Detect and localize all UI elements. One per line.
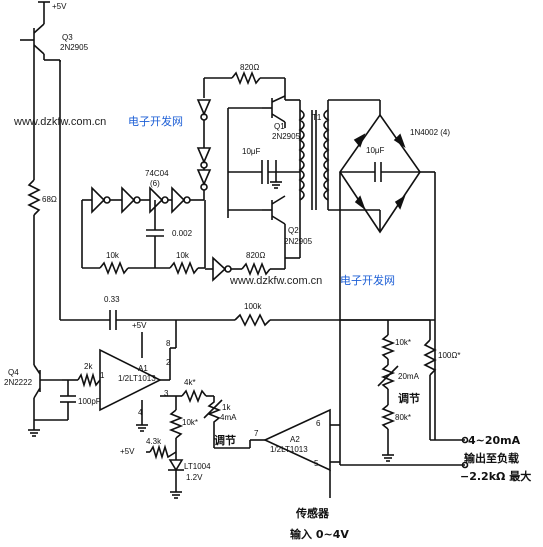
r-4-3k-resistor bbox=[149, 444, 177, 460]
pin4-label: 4 bbox=[138, 408, 143, 417]
r-80k-resistor bbox=[380, 404, 396, 430]
inverter-top-2 bbox=[196, 147, 212, 165]
q3-part-label: 2N2905 bbox=[60, 43, 89, 52]
pin6-label: 6 bbox=[316, 419, 321, 428]
r-4k-resistor bbox=[181, 388, 207, 404]
r-80k-label: 80k* bbox=[395, 413, 411, 422]
cap-10uf-b-label: 10μF bbox=[366, 146, 385, 155]
q3-label: Q3 bbox=[62, 33, 73, 42]
r-1k-label: 1k bbox=[222, 403, 231, 412]
cap-033-label: 0.33 bbox=[104, 295, 120, 304]
vplus-top-label: +5V bbox=[52, 2, 67, 11]
adj1-label: 调节 bbox=[214, 433, 236, 447]
transformer-t1 bbox=[298, 100, 330, 210]
pin3-label: 3 bbox=[164, 389, 169, 398]
q3-transistor bbox=[20, 1, 60, 61]
inverter-a bbox=[91, 186, 106, 214]
r-820-bot-resistor bbox=[241, 261, 271, 277]
adj2-label: 调节 bbox=[398, 391, 420, 405]
inverter-c bbox=[149, 186, 164, 214]
r-2k-resistor bbox=[77, 372, 101, 388]
r-4k-label: 4k* bbox=[184, 378, 196, 387]
r-10k-d-label: 10k* bbox=[395, 338, 411, 347]
r-10k-a-resistor bbox=[99, 260, 129, 276]
q4-transistor bbox=[33, 364, 62, 430]
pin1-label: 1 bbox=[100, 371, 105, 380]
watermark-mid-text: 电子开发网 bbox=[340, 273, 395, 287]
diode-bridge bbox=[339, 113, 421, 234]
vplus-a1-label: +5V bbox=[132, 321, 147, 330]
watermark-mid-url: www.dzkfw.com.cn bbox=[229, 275, 322, 287]
a2-label: A2 bbox=[290, 435, 300, 444]
q1-transistor bbox=[262, 95, 286, 128]
sensor1-label: 传感器 bbox=[295, 506, 330, 520]
a2-opamp bbox=[263, 408, 331, 472]
q2-part-label: 2N2905 bbox=[284, 237, 313, 246]
q4-label: Q4 bbox=[8, 368, 19, 377]
inverter-top-3 bbox=[196, 169, 212, 187]
lt1004-label: LT1004 bbox=[184, 462, 211, 471]
r-20ma-pot bbox=[380, 364, 396, 390]
ma20-label: 20mA bbox=[398, 372, 420, 381]
inverter-q2 bbox=[212, 256, 227, 282]
inverter-d bbox=[171, 186, 186, 214]
r-10k-b-resistor bbox=[169, 260, 199, 276]
ic-6-label: (6) bbox=[150, 179, 160, 188]
r-4-3k-label: 4.3k bbox=[146, 437, 162, 446]
ic-74c04-label: 74C04 bbox=[145, 169, 169, 178]
q1-label: Q1 bbox=[274, 122, 285, 131]
inverter-top-1 bbox=[196, 99, 212, 117]
r-10k-b-label: 10k bbox=[176, 251, 190, 260]
pin2-label: 2 bbox=[166, 358, 171, 367]
cap-100pf-label: 100pF bbox=[78, 397, 101, 406]
lt1004-zener bbox=[168, 459, 184, 472]
lt-v-label: 1.2V bbox=[186, 473, 203, 482]
r-68-resistor bbox=[27, 179, 41, 216]
r-2k-label: 2k bbox=[84, 362, 93, 371]
ma4-label: 4mA bbox=[220, 413, 237, 422]
a2-part-label: 1/2LT1013 bbox=[270, 445, 308, 454]
r-820-bot-label: 820Ω bbox=[246, 251, 265, 260]
r-100k-resistor bbox=[234, 313, 271, 327]
q4-part-label: 2N2222 bbox=[4, 378, 33, 387]
sensor2-label: 输入 0~4V bbox=[290, 527, 349, 541]
t1-label: T1 bbox=[312, 113, 322, 122]
q2-transistor bbox=[262, 195, 286, 258]
a1-label: A1 bbox=[138, 364, 148, 373]
r-100-resistor bbox=[423, 339, 437, 376]
output-current-label: 4~20mA bbox=[468, 434, 521, 447]
r-10k-a-label: 10k bbox=[106, 251, 120, 260]
diode-label: 1N4002 (4) bbox=[410, 128, 450, 137]
pin7-label: 7 bbox=[254, 429, 259, 438]
inverter-b bbox=[121, 186, 136, 214]
output-load-label: 输出至负载 bbox=[464, 451, 519, 465]
r-820-top-resistor bbox=[231, 70, 261, 86]
cap-10uf-label: 10μF bbox=[242, 147, 261, 156]
watermark-top-url: www.dzkfw.com.cn bbox=[13, 116, 106, 128]
r-100k-label: 100k bbox=[244, 302, 262, 311]
r-10k-d-resistor bbox=[380, 334, 396, 360]
output-max-label: −2.2kΩ 最大 bbox=[460, 469, 531, 483]
cap-0002-label: 0.002 bbox=[172, 229, 193, 238]
pin8-label: 8 bbox=[166, 339, 171, 348]
q1-part-label: 2N2905 bbox=[272, 132, 301, 141]
r-100-label: 100Ω* bbox=[438, 351, 460, 360]
r-10k-c-resistor bbox=[168, 409, 184, 439]
r-1k-pot bbox=[206, 396, 222, 430]
r-820-top-label: 820Ω bbox=[240, 63, 259, 72]
vplus-lt-label: +5V bbox=[120, 447, 135, 456]
q2-label: Q2 bbox=[288, 226, 299, 235]
a1-part-label: 1/2LT1013 bbox=[118, 374, 156, 383]
r-68-label: 68Ω bbox=[42, 195, 57, 204]
pin5-label: 5 bbox=[314, 459, 319, 468]
r-10k-c-label: 10k* bbox=[182, 418, 198, 427]
watermark-top-text: 电子开发网 bbox=[128, 114, 183, 128]
